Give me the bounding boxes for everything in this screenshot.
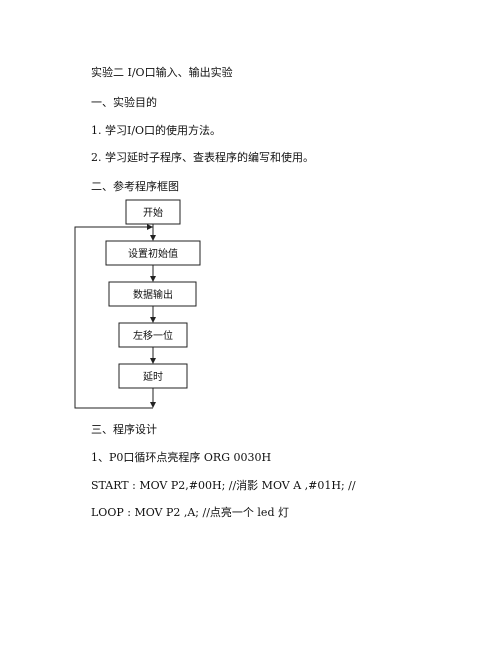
flow-loop-arrowhead xyxy=(147,224,153,230)
code-line-1: 1、P0口循环点亮程序 ORG 0030H xyxy=(91,451,272,464)
flow-delay-label: 延时 xyxy=(143,371,163,383)
flow-shift-label: 左移一位 xyxy=(133,329,173,342)
flow-init-box xyxy=(105,240,201,266)
code-line-3: LOOP : MOV P2 ,A; //点亮一个 led 灯 xyxy=(91,506,289,519)
flow-delay-box xyxy=(118,363,188,389)
flow-start-label: 开始 xyxy=(143,206,163,219)
code-line-2: START : MOV P2,#00H; //消影 MOV A ,#01H; /… xyxy=(91,479,356,492)
flow-shift-box xyxy=(118,322,188,348)
section-heading-flowchart: 二、参考程序框图 xyxy=(91,180,179,193)
flow-init-label: 设置初始值 xyxy=(128,247,178,260)
purpose-item-2: 2. 学习延时子程序、查表程序的编写和使用。 xyxy=(91,151,314,164)
section-heading-purpose: 一、实验目的 xyxy=(91,96,157,109)
flow-output-label: 数据输出 xyxy=(133,288,173,301)
section-heading-design: 三、程序设计 xyxy=(91,423,157,436)
purpose-item-1: 1. 学习I/O口的使用方法。 xyxy=(91,124,222,137)
flow-loop-line xyxy=(74,226,153,409)
doc-title: 实验二 I/O口输入、输出实验 xyxy=(91,66,233,79)
